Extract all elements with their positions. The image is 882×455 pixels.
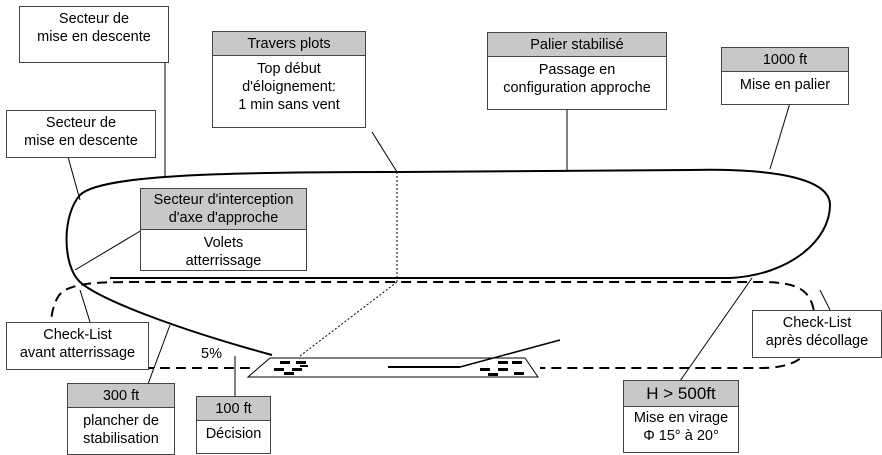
palier-stabilise-header: Palier stabilisé [488, 33, 666, 57]
climb-out-line [459, 339, 561, 368]
secteur-descente-box-2: Secteur de mise en descente [6, 110, 156, 158]
100ft-box: 100 ft Décision [196, 396, 271, 454]
travers-plots-header: Travers plots [213, 32, 365, 56]
leader-lines [67, 62, 831, 397]
1000ft-header: 1000 ft [722, 48, 848, 72]
h500ft-body: Mise en virage Φ 15° à 20° [633, 410, 729, 444]
dashed-circuit [49, 281, 817, 369]
300ft-header: 300 ft [68, 384, 174, 408]
h500ft-box: H > 500ft Mise en virage Φ 15° à 20° [623, 380, 739, 453]
h500ft-header: H > 500ft [624, 381, 738, 407]
300ft-body: plancher de stabilisation [83, 413, 159, 447]
secteur-descente-box-1: Secteur de mise en descente [19, 6, 169, 63]
interception-box: Secteur d'interception d'axe d'approche … [140, 188, 307, 271]
glide-dotted-line [299, 281, 398, 357]
travers-plots-body: Top début d'éloignement: 1 min sans vent [238, 61, 340, 113]
runway-markings-left [274, 361, 308, 375]
slope-label: 5% [201, 346, 222, 362]
interception-body: Volets atterrissage [185, 235, 262, 269]
1000ft-box: 1000 ft Mise en palier [721, 47, 849, 105]
100ft-body: Décision [205, 426, 262, 442]
travers-plots-box: Travers plots Top début d'éloignement: 1… [212, 31, 366, 128]
checklist-apres-box: Check-List après décollage [752, 310, 882, 358]
palier-stabilise-box: Palier stabilisé Passage en configuratio… [487, 32, 667, 110]
300ft-box: 300 ft plancher de stabilisation [67, 383, 175, 455]
checklist-avant-box: Check-List avant atterrissage [6, 322, 149, 370]
solid-circuit [65, 168, 832, 356]
100ft-header: 100 ft [197, 397, 270, 421]
1000ft-body: Mise en palier [739, 77, 831, 93]
palier-stabilise-body: Passage en configuration approche [503, 62, 651, 96]
interception-header: Secteur d'interception d'axe d'approche [141, 189, 306, 230]
runway-markings-right [480, 361, 524, 376]
